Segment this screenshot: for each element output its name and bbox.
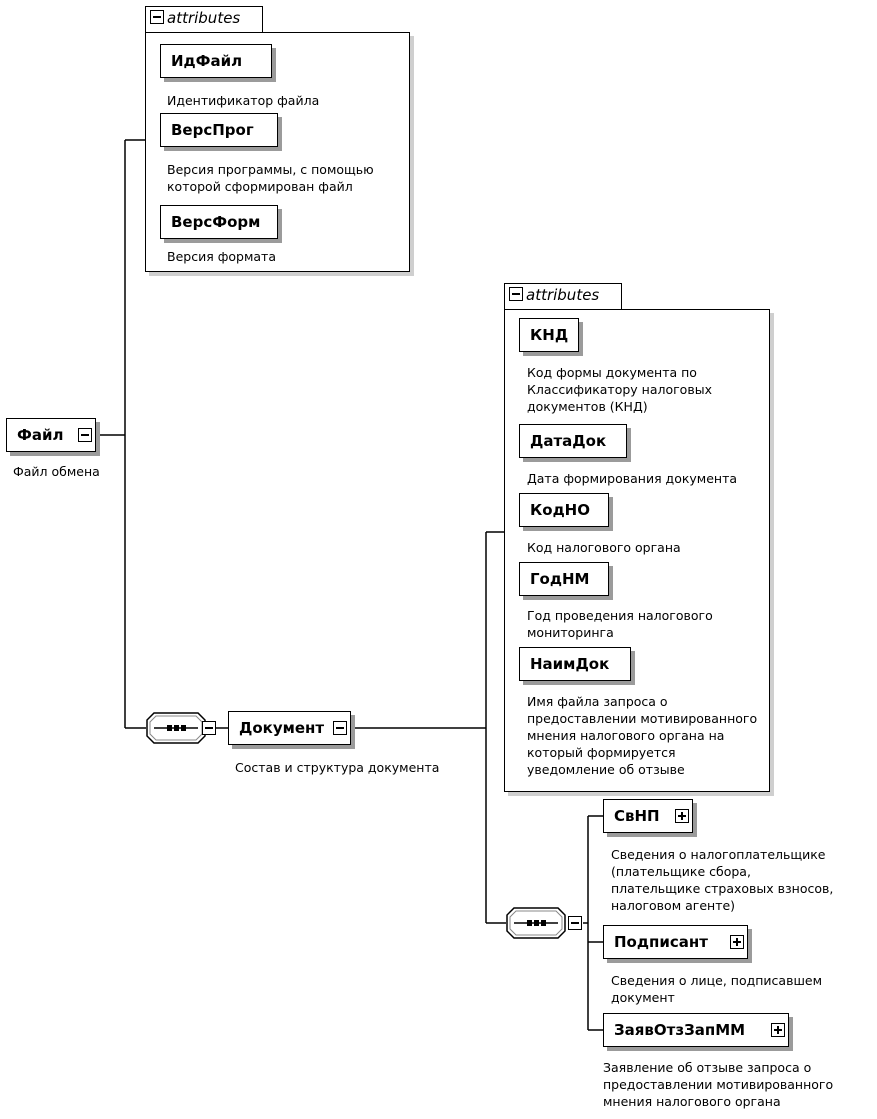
minus-box-icon[interactable] (78, 428, 92, 442)
attribute-description: Имя файла запроса о предоставлении мотив… (527, 694, 758, 777)
attribute-name: ВерсПрог (171, 121, 254, 139)
plus-box-icon[interactable] (675, 809, 689, 823)
document-attributes-label: attributes (526, 286, 600, 304)
attribute-kodno[interactable]: КодНО (519, 493, 609, 527)
child-description: Заявление об отзыве запроса о предоставл… (603, 1060, 834, 1109)
attribute-name: ГодНМ (530, 570, 590, 588)
attribute-name: КНД (530, 326, 569, 344)
element-name: Подписант (614, 933, 708, 951)
root-attributes-tab[interactable]: attributes (145, 6, 263, 32)
element-name: СвНП (614, 807, 660, 825)
attribute-description: Версия формата (167, 249, 276, 264)
document-attributes-tab[interactable]: attributes (504, 283, 622, 309)
attribute-naimdok[interactable]: НаимДок (519, 647, 631, 681)
attribute-description: Идентификатор файла (167, 93, 320, 108)
minus-box-icon[interactable] (509, 287, 523, 301)
attribute-godnm[interactable]: ГодНМ (519, 562, 609, 596)
attribute-datadok[interactable]: ДатаДок (519, 424, 627, 458)
attribute-name: ДатаДок (530, 432, 607, 450)
minus-box-icon[interactable] (150, 10, 164, 24)
attribute-name: ВерсФорм (171, 213, 261, 231)
sequence-compositor-icon[interactable] (146, 712, 206, 744)
attribute-versprog[interactable]: ВерсПрог (160, 113, 278, 147)
minus-box-icon[interactable] (202, 721, 216, 735)
attribute-description: Код формы документа по Классификатору на… (527, 365, 712, 414)
root-attributes-label: attributes (167, 9, 241, 27)
element-name: Файл (17, 426, 64, 444)
child-element-podpisant[interactable]: Подписант (603, 925, 748, 959)
plus-box-icon[interactable] (771, 1023, 785, 1037)
document-attributes-panel (504, 309, 770, 792)
child-description: Сведения о налогоплательщике (плательщик… (611, 847, 834, 913)
attribute-description: Год проведения налогового мониторинга (527, 608, 713, 640)
attribute-idfile[interactable]: ИдФайл (160, 44, 272, 78)
attribute-versform[interactable]: ВерсФорм (160, 205, 278, 239)
sequence-compositor-icon[interactable] (506, 907, 566, 939)
document-description: Состав и структура документа (235, 760, 440, 775)
attribute-description: Код налогового органа (527, 540, 681, 555)
attribute-name: ИдФайл (171, 52, 243, 70)
child-description: Сведения о лице, подписавшем документ (611, 973, 823, 1005)
element-name: Документ (239, 719, 325, 737)
document-element[interactable]: Документ (228, 711, 351, 745)
minus-box-icon[interactable] (333, 721, 347, 735)
minus-box-icon[interactable] (568, 916, 582, 930)
attribute-name: НаимДок (530, 655, 610, 673)
element-name: ЗаявОтзЗапММ (614, 1021, 746, 1039)
attribute-knd[interactable]: КНД (519, 318, 579, 352)
root-description: Файл обмена (13, 464, 100, 479)
attribute-description: Версия программы, с помощью которой сфор… (167, 162, 374, 194)
plus-box-icon[interactable] (730, 935, 744, 949)
attribute-name: КодНО (530, 501, 590, 519)
attribute-description: Дата формирования документа (527, 471, 738, 486)
child-element-zayavotzzapmm[interactable]: ЗаявОтзЗапММ (603, 1013, 789, 1047)
root-element-file[interactable]: Файл (6, 418, 96, 452)
